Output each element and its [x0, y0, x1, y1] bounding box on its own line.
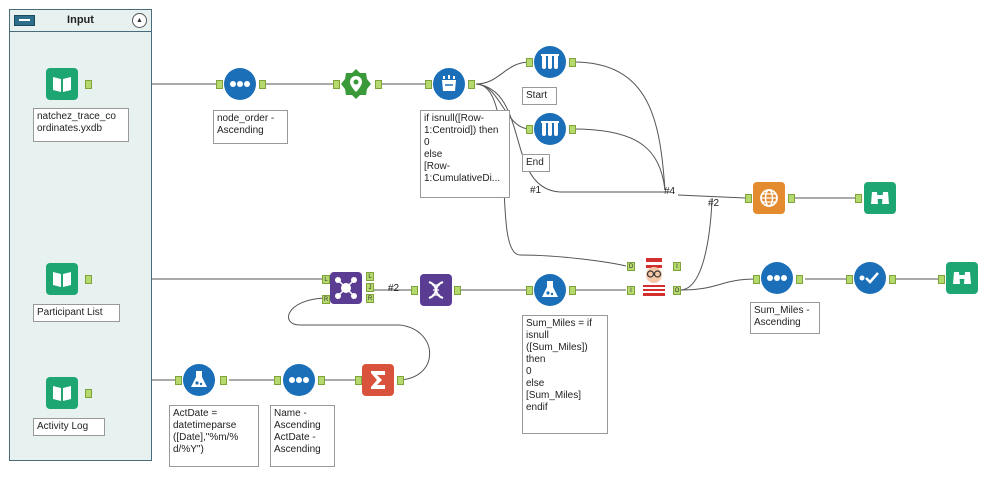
flask-icon[interactable] — [534, 274, 566, 306]
test-tubes-icon[interactable] — [534, 113, 566, 145]
join-j-output-anchor[interactable]: J — [366, 283, 374, 292]
input-container[interactable]: Input ▲ — [9, 9, 152, 461]
output-anchor[interactable] — [85, 275, 92, 284]
output-anchor[interactable] — [569, 286, 576, 295]
sort-name-label: Name - Ascending ActDate - Ascending — [270, 405, 335, 467]
multirow-formula-label: if isnull([Row- 1:Centroid]) then 0 else… — [420, 110, 510, 198]
input-anchor[interactable] — [274, 376, 281, 385]
input-anchor[interactable] — [526, 125, 533, 134]
input-anchor[interactable] — [753, 275, 760, 284]
book-icon[interactable] — [46, 263, 78, 295]
output-anchor[interactable] — [569, 58, 576, 67]
flask-icon[interactable] — [183, 364, 215, 396]
output-anchor[interactable] — [375, 80, 382, 89]
container-header[interactable]: Input ▲ — [10, 10, 151, 32]
input-anchor[interactable] — [526, 286, 533, 295]
wire-label: #2 — [708, 198, 720, 209]
test-tubes-icon[interactable] — [534, 46, 566, 78]
input-anchor[interactable] — [526, 58, 533, 67]
book-icon[interactable] — [46, 377, 78, 409]
waldo-icon[interactable] — [637, 257, 671, 297]
input-anchor[interactable] — [846, 275, 853, 284]
output-anchor[interactable] — [397, 376, 404, 385]
collapse-icon[interactable]: ▲ — [132, 13, 147, 28]
join-left-anchor[interactable]: L — [322, 275, 330, 284]
sort-dots-icon[interactable] — [224, 68, 256, 100]
sort-node-label: node_order - Ascending — [213, 110, 288, 144]
wire-label: #4 — [664, 186, 676, 197]
output-anchor[interactable] — [85, 389, 92, 398]
start-label: Start — [522, 87, 557, 105]
wire-label: #2 — [388, 283, 400, 294]
input-anchor[interactable] — [938, 275, 945, 284]
container-grip-icon[interactable] — [14, 15, 35, 26]
join-right-output-anchor[interactable]: R — [366, 294, 374, 303]
find-replace-d-anchor[interactable]: D — [627, 262, 635, 271]
sort-dots-icon[interactable] — [761, 262, 793, 294]
output-anchor[interactable] — [569, 125, 576, 134]
check-icon[interactable] — [854, 262, 886, 294]
end-label: End — [522, 154, 550, 172]
output-anchor[interactable] — [788, 194, 795, 203]
output-anchor[interactable] — [259, 80, 266, 89]
find-replace-i-output-anchor[interactable]: I — [673, 262, 681, 271]
output-anchor[interactable] — [454, 286, 461, 295]
input-anchor[interactable] — [355, 376, 362, 385]
input-file-label: natchez_trace_co ordinates.yxdb — [33, 108, 129, 142]
sort-sum-label: Sum_Miles - Ascending — [750, 302, 820, 334]
sigma-icon[interactable] — [362, 364, 394, 396]
sort-dots-icon[interactable] — [283, 364, 315, 396]
output-anchor[interactable] — [468, 80, 475, 89]
map-pin-icon[interactable] — [340, 68, 372, 100]
output-anchor[interactable] — [85, 80, 92, 89]
input-anchor[interactable] — [333, 80, 340, 89]
join-right-anchor[interactable]: R — [322, 295, 330, 304]
output-anchor[interactable] — [318, 376, 325, 385]
join-left-output-anchor[interactable]: L — [366, 272, 374, 281]
activity-log-label: Activity Log — [33, 418, 105, 436]
container-title: Input — [67, 14, 94, 26]
binoculars-icon[interactable] — [864, 182, 896, 214]
binoculars-icon[interactable] — [946, 262, 978, 294]
output-anchor[interactable] — [889, 275, 896, 284]
join-icon[interactable] — [330, 272, 362, 304]
formula-date-label: ActDate = datetimeparse ([Date],"%m/% d/… — [169, 405, 259, 467]
wire-label: #1 — [530, 185, 542, 196]
input-anchor[interactable] — [425, 80, 432, 89]
input-anchor[interactable] — [855, 194, 862, 203]
dna-icon[interactable] — [420, 274, 452, 306]
book-icon[interactable] — [46, 68, 78, 100]
input-anchor[interactable] — [411, 286, 418, 295]
input-anchor[interactable] — [216, 80, 223, 89]
participant-list-label: Participant List — [33, 304, 120, 322]
find-replace-o-output-anchor[interactable]: O — [673, 286, 681, 295]
input-anchor[interactable] — [745, 194, 752, 203]
find-replace-i-anchor[interactable]: I — [627, 286, 635, 295]
multi-row-formula-icon[interactable] — [433, 68, 465, 100]
globe-icon[interactable] — [753, 182, 785, 214]
output-anchor[interactable] — [220, 376, 227, 385]
output-anchor[interactable] — [796, 275, 803, 284]
formula-sum-label: Sum_Miles = if isnull ([Sum_Miles]) then… — [522, 315, 608, 434]
input-anchor[interactable] — [175, 376, 182, 385]
